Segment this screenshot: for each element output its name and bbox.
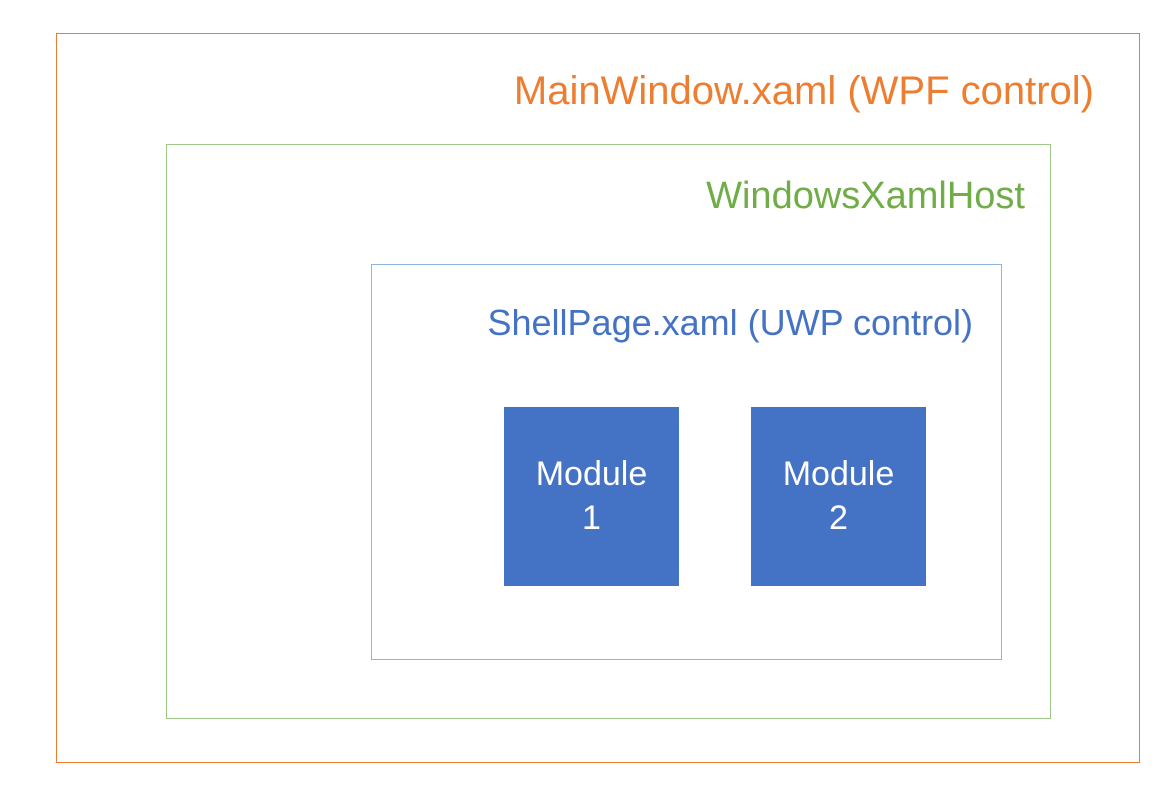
layer-label-mainwindow-xaml: MainWindow.xaml (WPF control) bbox=[513, 69, 1094, 113]
module-box-1: Module 1 bbox=[504, 407, 679, 586]
layer-shellpage-xaml: ShellPage.xaml (UWP control) Module 1 Mo… bbox=[371, 264, 1002, 660]
module-1-label-line1: Module bbox=[535, 454, 648, 493]
layer-mainwindow-xaml: MainWindow.xaml (WPF control) WindowsXam… bbox=[56, 33, 1140, 763]
module-box-2: Module 2 bbox=[751, 407, 926, 586]
layer-label-windowsxamlhost: WindowsXamlHost bbox=[706, 175, 1025, 217]
module-2-label-line1: Module bbox=[782, 454, 895, 493]
layer-windowsxamlhost: WindowsXamlHost ShellPage.xaml (UWP cont… bbox=[166, 144, 1051, 719]
layer-label-shellpage-xaml: ShellPage.xaml (UWP control) bbox=[487, 302, 973, 343]
module-2-label-line2: 2 bbox=[829, 498, 848, 537]
module-1-label-line2: 1 bbox=[582, 498, 601, 537]
